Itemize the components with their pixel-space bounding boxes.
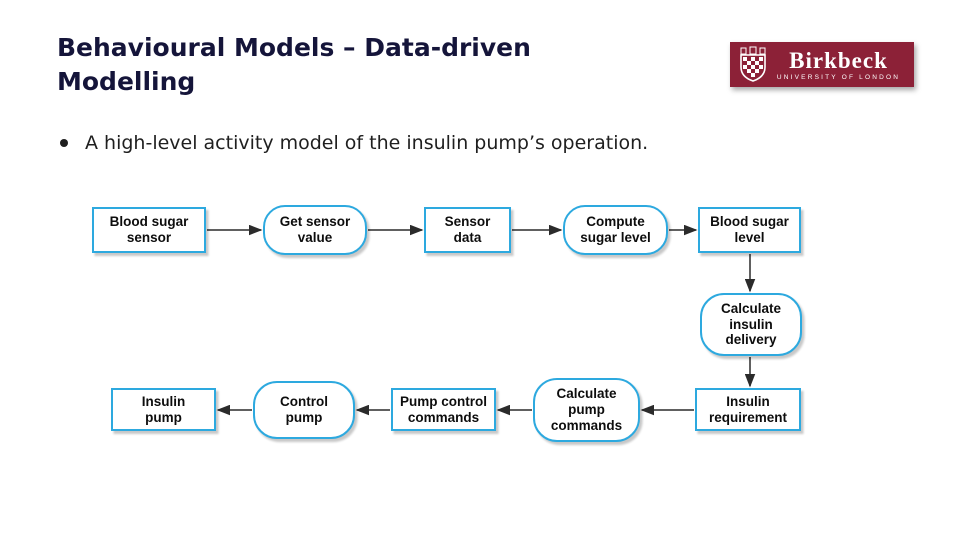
bullet-text: A high-level activity model of the insul… <box>85 132 649 154</box>
node-label: Control pump <box>280 394 328 425</box>
page-title-line2: Modelling <box>57 67 196 96</box>
node-label: Blood sugar level <box>710 214 789 245</box>
node-control-pump: Control pump <box>253 381 355 439</box>
node-insulin-pump: Insulin pump <box>111 388 216 431</box>
node-label: Calculate pump commands <box>550 386 623 433</box>
birkbeck-crest-icon <box>740 46 766 82</box>
node-label: Sensor data <box>444 214 491 245</box>
bullet-dot-icon <box>60 139 68 147</box>
node-pump-control-commands: Pump control commands <box>391 388 496 431</box>
flow-arrows <box>207 224 756 416</box>
page-title-line1: Behavioural Models – Data-driven <box>57 33 531 62</box>
node-blood-sugar-level: Blood sugar level <box>698 207 801 253</box>
node-label: Insulin requirement <box>708 393 788 425</box>
activity-diagram: Blood sugar sensor Get sensor value Sens… <box>80 195 825 455</box>
node-label: Calculate insulin delivery <box>720 300 782 348</box>
node-calculate-pump-commands: Calculate pump commands <box>533 378 640 442</box>
node-label: Blood sugar sensor <box>109 214 189 245</box>
birkbeck-name: Birkbeck <box>789 47 888 73</box>
page-title: Behavioural Models – Data-driven Modelli… <box>57 31 697 99</box>
node-compute-sugar-level: Compute sugar level <box>563 205 668 255</box>
node-label: Insulin pump <box>141 393 186 425</box>
node-insulin-requirement: Insulin requirement <box>695 388 801 431</box>
bullet-item: A high-level activity model of the insul… <box>60 131 648 156</box>
node-label: Get sensor value <box>279 214 351 245</box>
node-sensor-data: Sensor data <box>424 207 511 253</box>
node-get-sensor-value: Get sensor value <box>263 205 367 255</box>
birkbeck-wordmark: Birkbeck UNIVERSITY OF LONDON <box>769 47 908 81</box>
birkbeck-logo: Birkbeck UNIVERSITY OF LONDON <box>730 42 914 87</box>
node-label: Compute sugar level <box>580 214 651 245</box>
node-blood-sugar-sensor: Blood sugar sensor <box>92 207 206 253</box>
node-label: Pump control commands <box>400 393 487 425</box>
birkbeck-subtitle: UNIVERSITY OF LONDON <box>776 73 901 81</box>
node-calculate-insulin-delivery: Calculate insulin delivery <box>700 293 802 356</box>
